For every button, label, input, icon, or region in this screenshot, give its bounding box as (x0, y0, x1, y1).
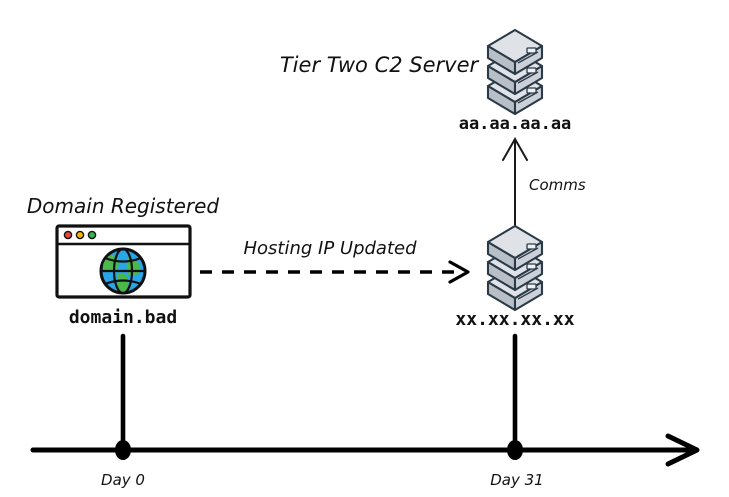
domain-registered-label: Domain Registered (27, 194, 220, 218)
comms-arrow (502, 136, 528, 226)
hosting-server-stack-icon (486, 224, 544, 312)
traffic-light-yellow (75, 230, 85, 240)
comms-arrow-label: Comms (529, 176, 586, 194)
tier-two-server-title: Tier Two C2 Server (280, 53, 480, 77)
hosting-server-ip: xx.xx.xx.xx (455, 309, 574, 330)
globe-icon (99, 247, 147, 295)
timeline-event-dot-day-31[interactable] (507, 440, 523, 460)
domain-value: domain.bad (69, 307, 177, 328)
server-stack-icon (486, 28, 544, 116)
timeline-event-dot-day-0[interactable] (115, 440, 131, 460)
timeline-label-day-0: Day 0 (101, 471, 145, 489)
timeline-label-day-31: Day 31 (490, 471, 543, 489)
timeline-axis (30, 433, 700, 467)
traffic-light-green (87, 230, 97, 240)
hosting-ip-updated-arrow (200, 260, 470, 284)
traffic-light-red (63, 230, 73, 240)
browser-window-globe-icon (55, 224, 192, 299)
hosting-ip-updated-label: Hosting IP Updated (243, 238, 417, 259)
tier-two-server-ip: aa.aa.aa.aa (459, 114, 572, 134)
